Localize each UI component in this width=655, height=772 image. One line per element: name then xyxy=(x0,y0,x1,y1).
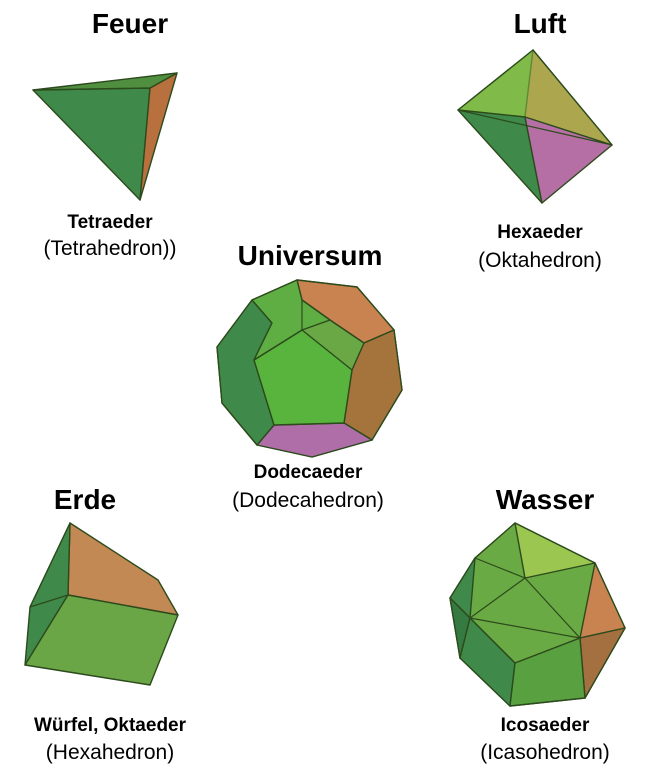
dodecahedron-icon xyxy=(216,279,403,458)
fire-title: Feuer xyxy=(91,8,169,39)
tetrahedron-top-face xyxy=(32,72,178,91)
icosahedron-name: Icosaeder xyxy=(500,715,590,736)
octahedron-name: Hexaeder xyxy=(497,222,583,243)
icosahedron-top-face xyxy=(514,522,596,579)
air-title: Luft xyxy=(513,8,567,39)
icosahedron-lower-right-face xyxy=(579,627,626,699)
octahedron-icon xyxy=(457,49,613,204)
icosahedron-icon xyxy=(449,522,626,707)
cube-note: (Hexahedron) xyxy=(45,741,175,764)
cube-front-face xyxy=(24,594,179,686)
octahedron-note: (Oktahedron) xyxy=(478,249,602,272)
tetrahedron-front-face xyxy=(32,87,151,201)
dodecahedron-note: (Dodecahedron) xyxy=(232,489,384,512)
tetrahedron-name: Tetraeder xyxy=(67,212,153,233)
icosahedron-note: (Icasohedron) xyxy=(480,741,610,764)
universe-title: Universum xyxy=(237,240,383,271)
tetrahedron-icon xyxy=(32,72,178,201)
dodecahedron-upper-face xyxy=(251,279,331,361)
water-title: Wasser xyxy=(495,484,595,515)
octahedron-lower-right-face xyxy=(524,116,613,204)
cube-icon xyxy=(24,522,179,686)
earth-title: Erde xyxy=(53,484,117,515)
cube-name: Würfel, Oktaeder xyxy=(33,715,187,736)
tetrahedron-note: (Tetrahedron)) xyxy=(43,237,177,260)
dodecahedron-name: Dodecaeder xyxy=(253,462,363,483)
